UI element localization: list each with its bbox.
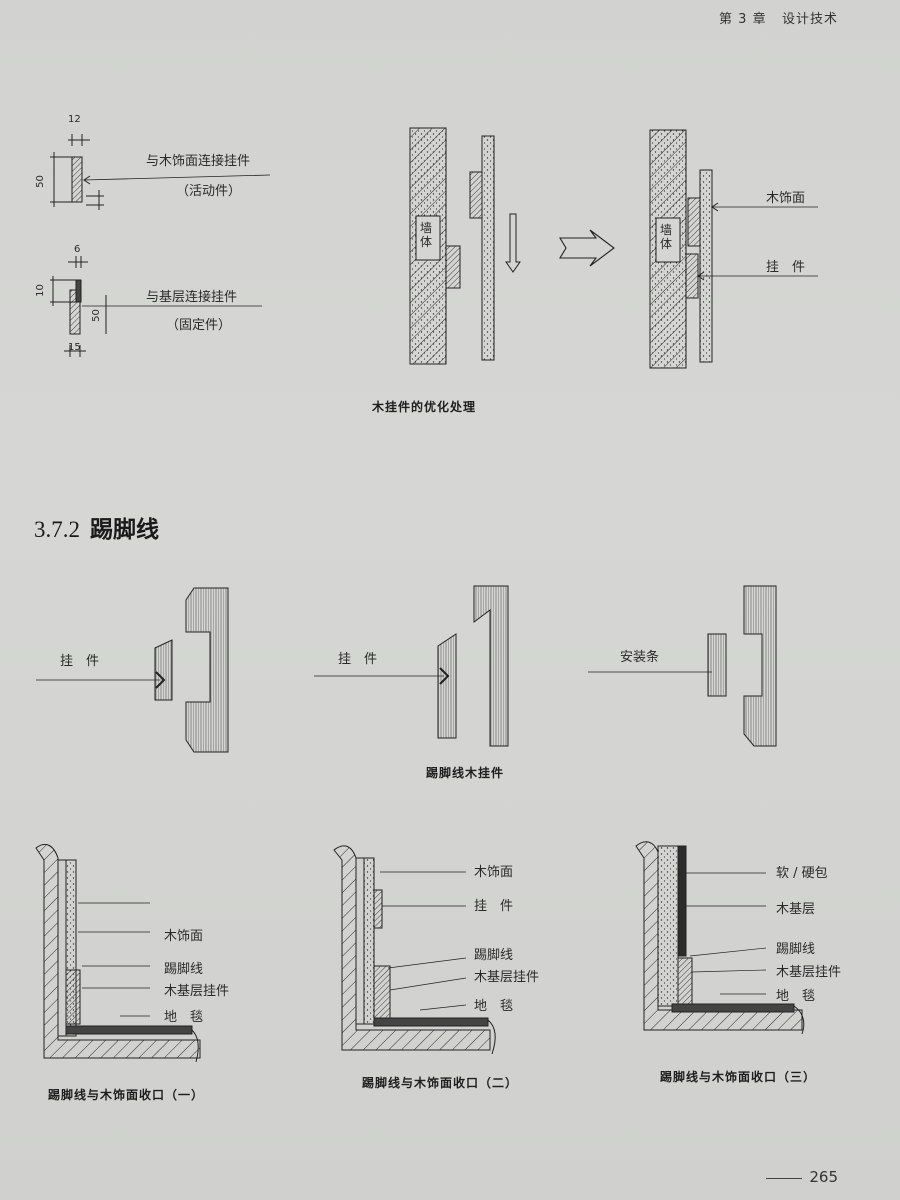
page-number: 265 [809, 1168, 838, 1186]
wall-panel-after [649, 129, 818, 369]
c3-label-soft-hard-pack: 软 / 硬包 [776, 866, 828, 881]
c1-label-base-hanger: 木基层挂件 [164, 984, 230, 999]
fixed-hanger-sketch [50, 256, 262, 357]
movable-hanger-sublabel: （活动件） [176, 184, 242, 199]
closure-section-2 [333, 845, 496, 1055]
chapter-number: 第 3 章 [719, 12, 767, 27]
chapter-title: 设计技术 [781, 12, 838, 27]
dim-50-bottom: 50 [90, 309, 102, 322]
hanger-label-1: 挂 件 [60, 654, 100, 669]
fixed-hanger-sublabel: （固定件） [166, 318, 232, 333]
c3-label-wood-base: 木基层 [776, 902, 816, 917]
wall-label-after: 墙体 [660, 223, 673, 251]
wall-panel-before [409, 127, 521, 365]
dim-50-top: 50 [34, 175, 46, 188]
dim-6: 6 [74, 244, 81, 255]
c1-label-wood-face: 木饰面 [164, 929, 204, 944]
dim-10: 10 [34, 284, 46, 297]
c2-label-hanger: 挂 件 [474, 899, 514, 914]
hanger-detail-1 [36, 587, 229, 753]
page-number-rule [766, 1178, 802, 1179]
closure-section-3 [635, 841, 805, 1035]
c3-label-baseboard: 踢脚线 [776, 942, 816, 957]
c2-label-carpet: 地 毯 [474, 999, 514, 1014]
mounting-strip-detail [588, 585, 777, 747]
hanger-detail-2 [314, 585, 509, 747]
movable-hanger-label: 与木饰面连接挂件 [146, 154, 251, 169]
c2-label-base-hanger: 木基层挂件 [474, 970, 540, 985]
c3-label-carpet: 地 毯 [776, 989, 816, 1004]
fixed-hanger-label: 与基层连接挂件 [146, 290, 238, 305]
section-number: 3.7.2 [34, 517, 80, 542]
closure-section-1 [35, 843, 201, 1063]
dim-12: 12 [68, 114, 81, 125]
caption-closure-2: 踢脚线与木饰面收口（二） [362, 1076, 519, 1090]
wood-face-label: 木饰面 [766, 191, 806, 206]
c1-label-baseboard: 踢脚线 [164, 962, 204, 977]
dim-15: 15 [68, 342, 81, 353]
movable-hanger-sketch [50, 134, 271, 210]
c2-label-baseboard: 踢脚线 [474, 948, 514, 963]
section-heading: 3.7.2 踢脚线 [34, 510, 159, 544]
c1-label-carpet: 地 毯 [164, 1010, 204, 1025]
section-title: 踢脚线 [90, 516, 159, 543]
caption-optimization: 木挂件的优化处理 [372, 400, 477, 414]
hanger-label-2: 挂 件 [338, 652, 378, 667]
hanger-label-top: 挂 件 [766, 260, 806, 275]
c2-label-wood-face: 木饰面 [474, 865, 514, 880]
caption-hangers: 踢脚线木挂件 [426, 766, 505, 780]
wall-label-before: 墙体 [420, 221, 433, 249]
mounting-strip-label: 安装条 [620, 650, 660, 665]
caption-closure-3: 踢脚线与木饰面收口（三） [660, 1070, 817, 1084]
running-header: 第 3 章 设计技术 [719, 8, 838, 27]
optimize-arrow [559, 229, 615, 267]
caption-closure-1: 踢脚线与木饰面收口（一） [48, 1088, 205, 1102]
c3-label-base-hanger: 木基层挂件 [776, 965, 842, 980]
